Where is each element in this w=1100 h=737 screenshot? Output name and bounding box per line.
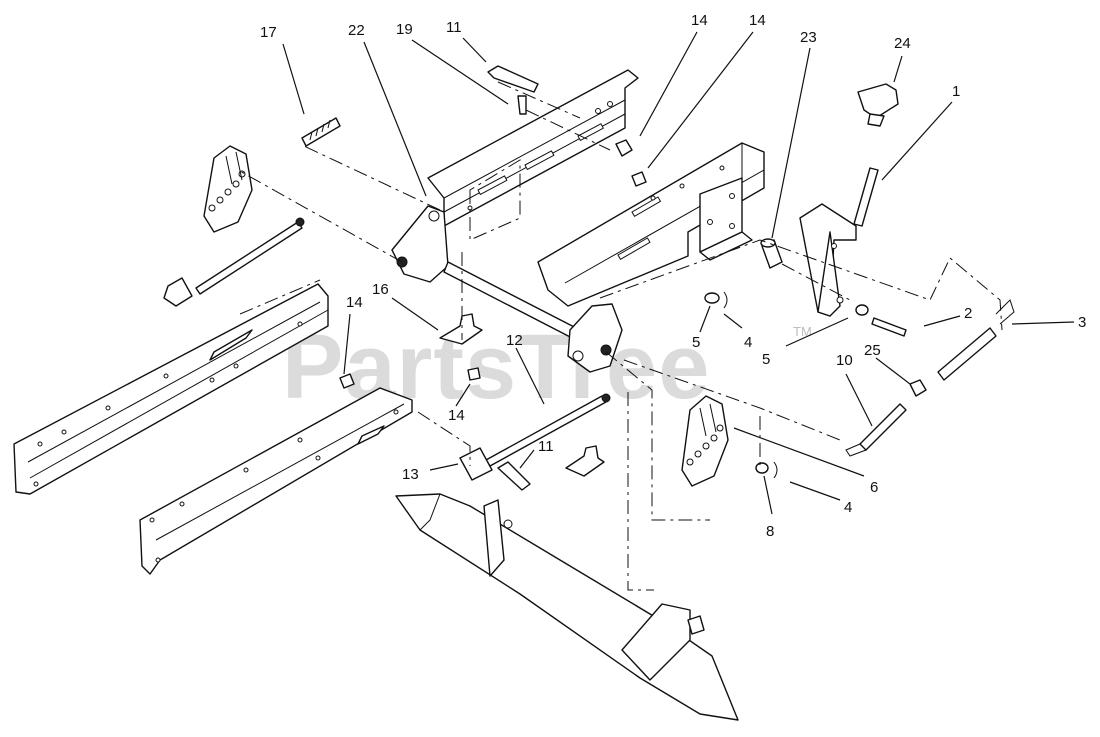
bolt-11-upper bbox=[487, 65, 539, 93]
callout-8: 8 bbox=[766, 523, 774, 540]
lift-link-rod bbox=[937, 299, 1015, 381]
extension-spring bbox=[301, 117, 341, 147]
callout-14-c: 14 bbox=[346, 294, 363, 311]
callout-19: 19 bbox=[396, 21, 413, 38]
washer bbox=[704, 292, 720, 304]
callout-14-a: 14 bbox=[691, 12, 708, 29]
callout-4-b: 4 bbox=[844, 499, 852, 516]
bolt-11-lower bbox=[497, 461, 531, 491]
callout-22: 22 bbox=[348, 22, 365, 39]
callout-17: 17 bbox=[260, 24, 277, 41]
watermark-trademark: TM bbox=[793, 324, 812, 339]
height-bracket-left bbox=[203, 145, 253, 233]
lock-nut bbox=[339, 373, 355, 389]
front-lift-link bbox=[163, 217, 305, 307]
callout-25: 25 bbox=[864, 342, 881, 359]
upper-frame-channel bbox=[427, 69, 639, 227]
callout-labels: 17 22 19 11 14 14 23 24 1 2 3 14 16 12 5… bbox=[260, 12, 1086, 540]
washer bbox=[755, 462, 769, 474]
callout-6: 6 bbox=[870, 479, 878, 496]
clamp-lower bbox=[565, 445, 605, 477]
screw-19 bbox=[517, 95, 527, 115]
washer bbox=[855, 304, 869, 316]
leader-lines bbox=[282, 31, 1075, 515]
bolts-and-nuts bbox=[339, 65, 647, 491]
mower-deck-section bbox=[395, 493, 739, 721]
assembly-centerlines bbox=[237, 81, 1003, 591]
clamp-16 bbox=[439, 313, 483, 345]
callout-14-d: 14 bbox=[448, 407, 465, 424]
callout-16: 16 bbox=[372, 281, 389, 298]
mounting-plate bbox=[699, 177, 753, 261]
callout-11-upper: 11 bbox=[446, 19, 462, 36]
callout-14-b: 14 bbox=[749, 12, 766, 29]
callout-24: 24 bbox=[894, 35, 911, 52]
hair-pin bbox=[723, 291, 728, 309]
bolt bbox=[871, 317, 907, 337]
callout-12: 12 bbox=[506, 332, 523, 349]
lift-shaft bbox=[391, 205, 623, 373]
lift-link-12 bbox=[459, 393, 611, 481]
callout-3: 3 bbox=[1078, 314, 1086, 331]
callout-23: 23 bbox=[800, 29, 817, 46]
callout-4-a: 4 bbox=[744, 334, 752, 351]
callout-2: 2 bbox=[964, 305, 972, 322]
handle-knob bbox=[857, 83, 899, 127]
callout-13: 13 bbox=[402, 466, 419, 483]
callout-5-a: 5 bbox=[692, 334, 700, 351]
adjustment-rod bbox=[845, 403, 907, 457]
lock-nut bbox=[909, 379, 927, 397]
left-frame-rail-inner bbox=[139, 387, 413, 575]
watermark-text: PartsTree bbox=[282, 316, 710, 418]
left-frame-rail-outer bbox=[13, 283, 329, 495]
callout-11-lower: 11 bbox=[538, 438, 554, 455]
lock-nut bbox=[615, 139, 633, 157]
lock-nut bbox=[467, 367, 481, 381]
lock-nut bbox=[631, 171, 647, 187]
callout-1: 1 bbox=[952, 83, 960, 100]
hardware-right bbox=[704, 291, 927, 479]
callout-10: 10 bbox=[836, 352, 853, 369]
lift-lever-handle bbox=[799, 167, 879, 317]
spacer bbox=[760, 238, 783, 269]
height-bracket-right bbox=[681, 395, 729, 487]
callout-5-b: 5 bbox=[762, 351, 770, 368]
hair-pin bbox=[773, 461, 778, 479]
